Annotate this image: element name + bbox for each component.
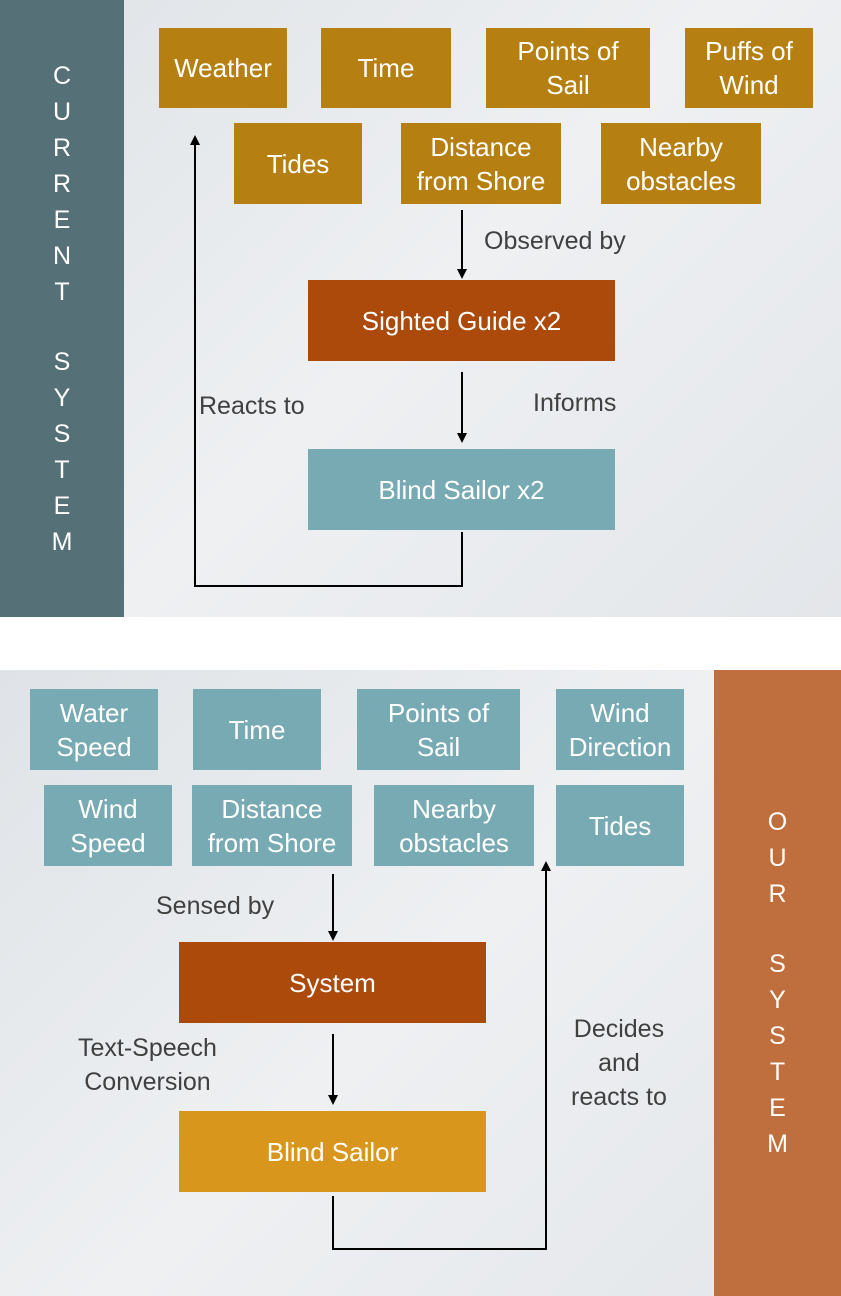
factor-wind-speed: Wind Speed <box>44 785 172 866</box>
blind-sailor-box: Blind Sailor <box>179 1111 486 1192</box>
label-reacts-to: Reacts to <box>199 392 305 420</box>
factor-time: Time <box>321 28 451 108</box>
blind-sailor-box: Blind Sailor x2 <box>308 449 615 530</box>
factor-nearby-obstacles: Nearby obstacles <box>601 123 761 204</box>
side-letter: R <box>768 880 787 908</box>
side-letter: S <box>53 347 71 376</box>
side-letter: R <box>52 169 72 198</box>
label-text-speech-conversion: Text-Speech Conversion <box>78 1034 217 1096</box>
side-letter: M <box>51 527 73 556</box>
sighted-guide-box: Sighted Guide x2 <box>308 280 615 361</box>
side-letter: S <box>769 1022 786 1050</box>
side-letter: Y <box>769 986 786 1014</box>
label-decides-and-reacts-to: Decides and reacts to <box>571 1015 667 1111</box>
side-letter: T <box>54 277 70 306</box>
side-letter: Y <box>53 383 71 412</box>
side-letter: S <box>769 950 786 978</box>
side-letter: U <box>52 97 72 126</box>
side-letter: E <box>53 205 71 234</box>
factor-distance-from-shore: Distance from Shore <box>401 123 561 204</box>
side-letter: R <box>52 133 72 162</box>
factor-weather: Weather <box>159 28 287 108</box>
factor-puffs-of-wind: Puffs of Wind <box>685 28 813 108</box>
factor-points-of-sail: Points of Sail <box>357 689 520 770</box>
factor-points-of-sail: Points of Sail <box>486 28 650 108</box>
label-observed-by: Observed by <box>484 227 626 255</box>
factor-tides: Tides <box>556 785 684 866</box>
label-informs: Informs <box>533 389 617 417</box>
label-sensed-by: Sensed by <box>156 892 275 920</box>
factor-tides: Tides <box>234 123 362 204</box>
side-letter: N <box>52 241 72 270</box>
side-letter: U <box>768 844 787 872</box>
side-letter: M <box>767 1130 788 1158</box>
side-letter: S <box>53 419 71 448</box>
factor-water-speed: Water Speed <box>30 689 158 770</box>
side-letter: O <box>767 808 788 836</box>
system-box: System <box>179 942 486 1023</box>
factor-distance-from-shore: Distance from Shore <box>192 785 352 866</box>
factor-wind-direction: Wind Direction <box>556 689 684 770</box>
side-letter: E <box>769 1094 786 1122</box>
side-letter: T <box>769 1058 786 1086</box>
side-letter: T <box>54 455 70 484</box>
side-letter: C <box>52 61 72 90</box>
factor-nearby-obstacles: Nearby obstacles <box>374 785 534 866</box>
factor-time: Time <box>193 689 321 770</box>
side-letter: E <box>53 491 71 520</box>
